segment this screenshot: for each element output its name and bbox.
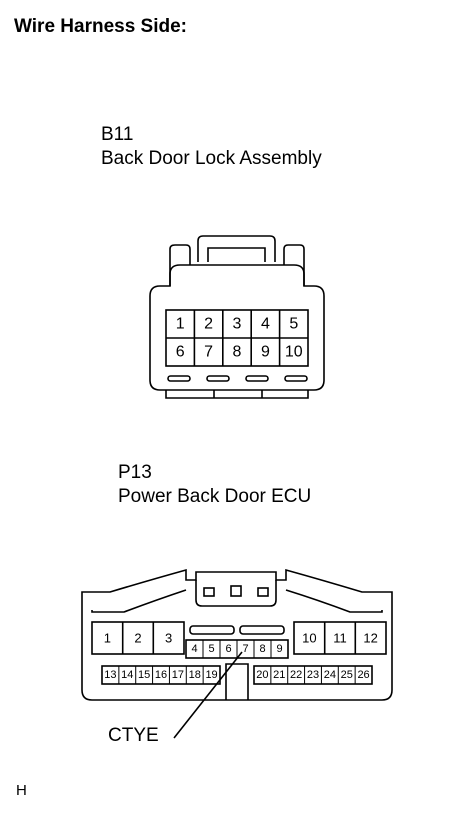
p13-pin-4: 4 xyxy=(191,643,197,655)
b11-pin-6: 6 xyxy=(176,344,185,361)
p13-pin-12: 12 xyxy=(363,631,377,646)
b11-connector xyxy=(149,235,325,399)
p13-pin-5: 5 xyxy=(208,643,214,655)
b11-pin-1: 1 xyxy=(176,316,185,333)
b11-pin-10: 10 xyxy=(285,344,303,361)
p13-pin-25: 25 xyxy=(341,669,353,681)
p13-pin-7: 7 xyxy=(242,643,248,655)
b11-pin-2: 2 xyxy=(204,316,213,333)
p13-pin-8: 8 xyxy=(259,643,265,655)
b11-pin-4: 4 xyxy=(261,316,270,333)
p13-pin-3: 3 xyxy=(165,631,172,646)
p13-connector-name: Power Back Door ECU xyxy=(118,486,312,507)
p13-pin-16: 16 xyxy=(155,669,167,681)
p13-pin-17: 17 xyxy=(172,669,184,681)
p13-pin-26: 26 xyxy=(357,669,369,681)
p13-pin-18: 18 xyxy=(189,669,201,681)
p13-pin-24: 24 xyxy=(324,669,336,681)
p13-pin-19: 19 xyxy=(205,669,217,681)
p13-pin-20: 20 xyxy=(256,669,268,681)
b11-pin-5: 5 xyxy=(289,316,298,333)
b11-pin-7: 7 xyxy=(204,344,213,361)
p13-pin-1: 1 xyxy=(104,631,111,646)
p13-pin-23: 23 xyxy=(307,669,319,681)
p13-pin-10: 10 xyxy=(302,631,316,646)
p13-pin-22: 22 xyxy=(290,669,302,681)
p13-pin-6: 6 xyxy=(225,643,231,655)
ctye-callout-label: CTYE xyxy=(108,725,159,746)
p13-connector-code: P13 xyxy=(118,462,152,483)
p13-pin-13: 13 xyxy=(104,669,116,681)
p13-pin-11: 11 xyxy=(333,631,347,646)
p13-pin-15: 15 xyxy=(138,669,150,681)
b11-connector-code: B11 xyxy=(101,124,134,145)
p13-pin-2: 2 xyxy=(134,631,141,646)
diagram-footer-code: H xyxy=(16,782,27,799)
b11-pin-8: 8 xyxy=(233,344,242,361)
b11-pin-9: 9 xyxy=(261,344,270,361)
diagram-heading: Wire Harness Side: xyxy=(14,16,188,37)
p13-connector xyxy=(81,568,393,739)
b11-pin-3: 3 xyxy=(233,316,242,333)
p13-pin-9: 9 xyxy=(276,643,282,655)
p13-pin-14: 14 xyxy=(121,669,133,681)
p13-pin-21: 21 xyxy=(273,669,285,681)
b11-connector-name: Back Door Lock Assembly xyxy=(101,148,322,169)
